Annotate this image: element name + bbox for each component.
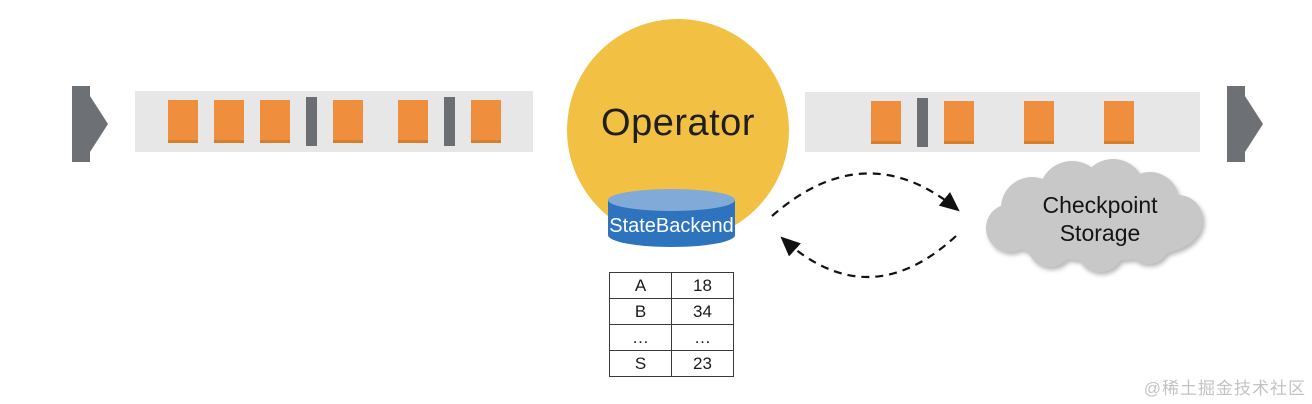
state-table-row: A 18 [609,272,734,299]
state-backend-cylinder-top [608,189,735,211]
stream-record [470,100,501,143]
stream-spacer [990,122,1008,123]
stream-record [944,100,974,144]
stream-record [397,100,428,143]
checkpoint-barrier [917,97,928,147]
checkpoint-storage-label-line2: Storage [1059,220,1141,247]
checkpoint-barrier [443,97,455,146]
state-table: A 18 B 34 … … S 23 [609,272,734,377]
cycle-arrow-to-backend [780,235,957,278]
checkpoint-storage-label: Checkpoint Storage [1015,191,1185,247]
state-table-row: … … [609,324,734,351]
stream-record [871,100,901,144]
checkpoint-cycle-arrows [771,172,960,278]
state-value-cell: … [671,324,734,351]
stream-record [1024,100,1054,144]
stream-record [167,100,198,143]
left-flow-arrow-icon [72,86,108,162]
stream-record [213,100,244,143]
stream-spacer [379,121,382,122]
state-key-cell: B [609,298,672,325]
stream-record [1104,100,1134,144]
state-value-cell: 18 [671,272,734,299]
operator-label: Operator [601,101,755,144]
stream-record [332,100,363,143]
stream-record [259,100,290,143]
checkpoint-storage-label-line1: Checkpoint [1042,192,1158,218]
state-table-row: B 34 [609,298,734,325]
state-backend-label: StateBackend [609,215,734,237]
state-key-cell: A [609,272,672,299]
cycle-arrow-to-storage [771,172,960,217]
output-stream-band [805,92,1200,152]
state-value-cell: 34 [671,298,734,325]
checkpoint-barrier [305,97,317,146]
state-value-cell: 23 [671,350,734,377]
watermark-text: @稀土掘金技术社区 [1143,379,1306,398]
state-table-row: S 23 [609,350,734,377]
right-flow-arrow-icon [1227,86,1263,162]
state-key-cell: S [609,350,672,377]
state-key-cell: … [609,324,672,351]
input-stream-band [135,91,533,152]
stream-spacer [1070,122,1088,123]
